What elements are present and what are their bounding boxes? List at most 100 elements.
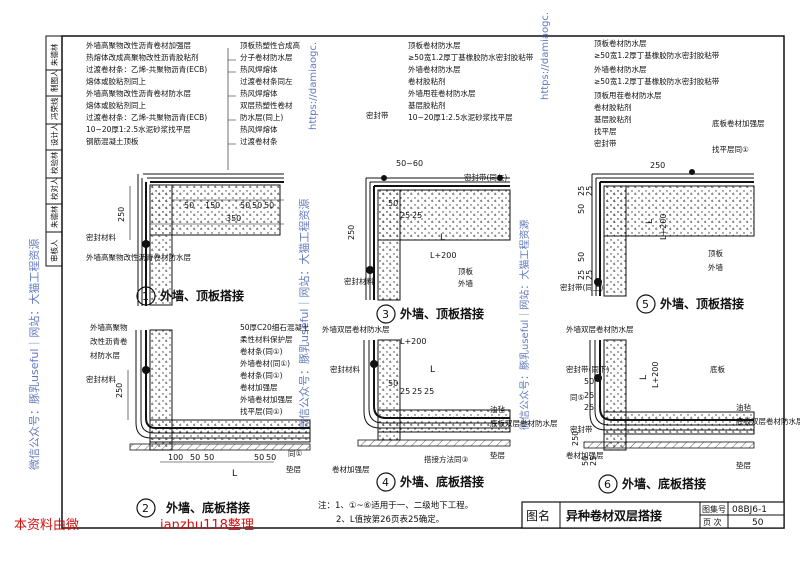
d1-label: 外墙高聚物改性沥青卷材加强层 — [86, 40, 191, 50]
side-strip-cell: 审核人 — [49, 239, 59, 262]
detail-number: 4 — [382, 476, 389, 489]
dim: 100 — [168, 453, 183, 462]
atlas-label: 图集号 — [702, 504, 726, 514]
d1-label: 热风焊熔体 — [240, 64, 278, 74]
d3-label: 外墙甩茬卷材防水层 — [408, 88, 476, 98]
watermark-left: 微信公众号：豚乳useful｜网站：大猫工程资源 — [27, 239, 41, 470]
detail-title: 外墙、顶板搭接 — [160, 288, 244, 303]
seal-dot — [142, 366, 150, 374]
dim: 25 — [400, 387, 410, 396]
d1-label: 过渡卷材条 — [240, 136, 278, 146]
d2-label: 外墙卷材加强层 — [240, 394, 293, 404]
d1-label: 10~20厚1:2.5水泥砂浆找平层 — [86, 124, 191, 134]
dim: 50 — [184, 201, 194, 210]
side-strip-cell: 制图人 — [49, 69, 59, 92]
atlas-number: 08BJ6-1 — [732, 505, 767, 515]
d5-label: 顶板甩茬卷材防水层 — [594, 90, 662, 100]
drawing-title: 异种卷材双层搭接 — [566, 508, 662, 523]
dim: 25 — [584, 391, 594, 400]
dim: 25 — [577, 186, 586, 196]
sheet-border — [61, 35, 785, 529]
d2-label: 找平层(同①) — [240, 406, 283, 416]
detail-title: 外墙、底板搭接 — [400, 474, 484, 489]
d4-label: 外墙双层卷材防水层 — [322, 324, 390, 334]
detail-number: 3 — [382, 308, 389, 321]
dim: 250 — [650, 161, 665, 170]
dim: L+200 — [400, 337, 426, 346]
d5-label: 外墙 — [708, 262, 723, 272]
dim: 50 — [577, 204, 586, 214]
dim: 25 — [584, 403, 594, 412]
d3-label: 顶板卷材防水层 — [408, 40, 461, 50]
d2-label: 外墙高聚物 — [90, 322, 128, 332]
dim: 50~60 — [396, 159, 423, 168]
d2-label: 改性沥青卷 — [90, 336, 128, 346]
note-1: 注：1、①~⑥适用于一、二级地下工程。 — [318, 500, 473, 511]
d2-label: 同① — [288, 449, 302, 458]
d1-label: 熔体或胶粘剂同上 — [86, 76, 146, 86]
d6-label: 同⑤ — [570, 393, 584, 402]
detail-title: 外墙、顶板搭接 — [660, 296, 744, 311]
page-label: 页 次 — [703, 517, 722, 527]
d3-label: 密封带 — [366, 110, 389, 120]
d6-label: 底板双层卷材防水层 — [736, 416, 800, 426]
d1-label: 过渡卷材条：乙烯-共聚物沥青(ECB) — [86, 64, 207, 74]
dim: 50 — [204, 453, 214, 462]
d3-label: 外墙卷材防水层 — [408, 64, 461, 74]
dim: L — [430, 365, 435, 375]
page-number: 50 — [752, 518, 764, 528]
d1-label: 双层热塑性卷材 — [240, 100, 293, 110]
dim: 50 — [240, 201, 250, 210]
detail-number: 5 — [642, 298, 649, 311]
d3-label: 10~20厚1:2.5水泥砂浆找平层 — [408, 112, 513, 122]
d4-label: 搭接方法同③ — [424, 454, 468, 464]
d1-wall-label: 外墙高聚物改性沥青卷材防水层 — [86, 252, 191, 262]
dim: 50 — [266, 453, 276, 462]
red-overlay-right: ianzhu118整理 — [160, 518, 254, 533]
d3-label: 顶板 — [458, 266, 473, 276]
dim: 25 — [589, 456, 598, 466]
d1-label: 外墙高聚物改性沥青卷材防水层 — [86, 88, 191, 98]
title-label: 图名 — [526, 508, 550, 523]
side-strip-cell: 校对人 — [49, 177, 59, 200]
d2-label: 外墙卷材(同①) — [240, 358, 290, 368]
dim: 250 — [347, 225, 356, 240]
dim: 250 — [571, 431, 580, 446]
d6-label: 密封带 — [570, 424, 593, 434]
watermark-right: 微信公众号：豚乳useful｜网站：大猫工程资源 — [518, 220, 531, 430]
d2-seal-label: 密封材料 — [86, 374, 116, 384]
side-strip: 审核人 朱德林 校对人 校验林 设计人 冯荣线 制图人 朱德林 — [45, 35, 63, 267]
dim: 25 — [585, 186, 594, 196]
d5-label: ≥50宽1.2厚丁基橡胶防水密封胶粘带 — [594, 50, 720, 60]
d2-label: 垫层 — [286, 464, 301, 474]
dim: 50 — [388, 379, 398, 388]
seal-dot — [142, 240, 150, 248]
detail-title: 外墙、底板搭接 — [166, 500, 250, 515]
dim: L+200 — [651, 362, 660, 388]
dim: 250 — [117, 207, 126, 222]
d2-label: 卷材条(同①) — [240, 346, 283, 356]
detail-4: L+200 L 50 25 25 25 外墙双层卷材防水层 密封材料 油毡 底板… — [322, 324, 558, 492]
d1-label: 热风焊熔体 — [240, 124, 278, 134]
d6-label: 外墙双层卷材防水层 — [566, 324, 634, 334]
d4-label: 垫层 — [490, 450, 505, 460]
dim: L — [440, 233, 445, 243]
d5-label: 卷材胶粘剂 — [594, 102, 632, 112]
dim: 50 — [577, 252, 586, 262]
dim: 25 — [577, 270, 586, 280]
d5-label: 基层胶粘剂 — [594, 114, 632, 124]
d1-seal-label: 密封材料 — [86, 232, 116, 242]
detail-number-circle — [136, 286, 156, 306]
detail-6: L+200 L 50 25 25 250 50 25 外墙双层卷材防水层 密封带… — [566, 324, 800, 494]
dim: 25 — [400, 211, 410, 220]
title-block: 图名 异种卷材双层搭接 图集号 08BJ6-1 页 次 50 — [521, 501, 785, 529]
d6-label: 垫层 — [736, 460, 751, 470]
side-strip-cell: 校验林 — [49, 151, 59, 174]
detail-number: 1 — [142, 290, 149, 303]
dim: L — [639, 375, 649, 380]
d5-label: 顶板卷材防水层 — [594, 38, 647, 48]
d2-label: 柔性材料保护层 — [240, 334, 293, 344]
d5-label: 外墙卷材防水层 — [594, 64, 647, 74]
side-strip-cell: 冯荣线 — [49, 97, 59, 120]
d2-label: 卷材条(同①) — [240, 370, 283, 380]
